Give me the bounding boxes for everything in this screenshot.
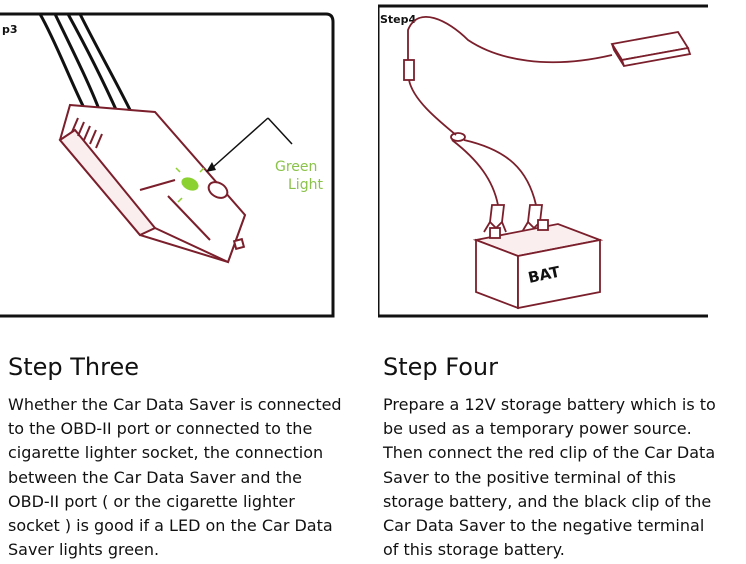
cable	[78, 13, 135, 117]
callout-line	[211, 117, 269, 169]
red-clip-wire	[451, 139, 499, 206]
car-data-saver-device	[58, 103, 247, 264]
cable-splitter	[450, 132, 466, 142]
black-clip-wire	[463, 139, 537, 206]
illustration-frame	[378, 4, 708, 316]
step-label: Step4	[380, 13, 417, 26]
cable	[408, 79, 457, 136]
step-label: p3	[2, 23, 18, 36]
step-three-illustration: p3 Green	[0, 0, 335, 322]
step-three-title: Step Three	[8, 353, 140, 381]
obd-device-drawing: p3 Green	[0, 12, 335, 318]
callout-text: Light	[288, 177, 323, 193]
cable	[407, 16, 613, 64]
callout-text: Green	[275, 159, 317, 175]
cable	[53, 13, 102, 113]
car-data-saver-device	[610, 31, 692, 68]
battery-icon	[472, 219, 604, 310]
cable	[38, 13, 87, 111]
step-four-illustration: Step4 BAT	[378, 0, 710, 322]
callout-arrow-icon	[206, 162, 216, 172]
green-led-icon	[181, 177, 199, 191]
step-three-description: Whether the Car Data Saver is connected …	[8, 395, 342, 560]
step-four-title: Step Four	[383, 353, 498, 381]
cable-connector	[403, 59, 415, 81]
battery-connection-drawing: Step4 BAT	[378, 4, 708, 318]
led-glow-icon	[175, 167, 205, 203]
step-four-description: Prepare a 12V storage battery which is t…	[383, 395, 716, 560]
callout-line	[267, 117, 293, 145]
cable	[66, 13, 120, 115]
illustration-frame	[0, 12, 335, 318]
